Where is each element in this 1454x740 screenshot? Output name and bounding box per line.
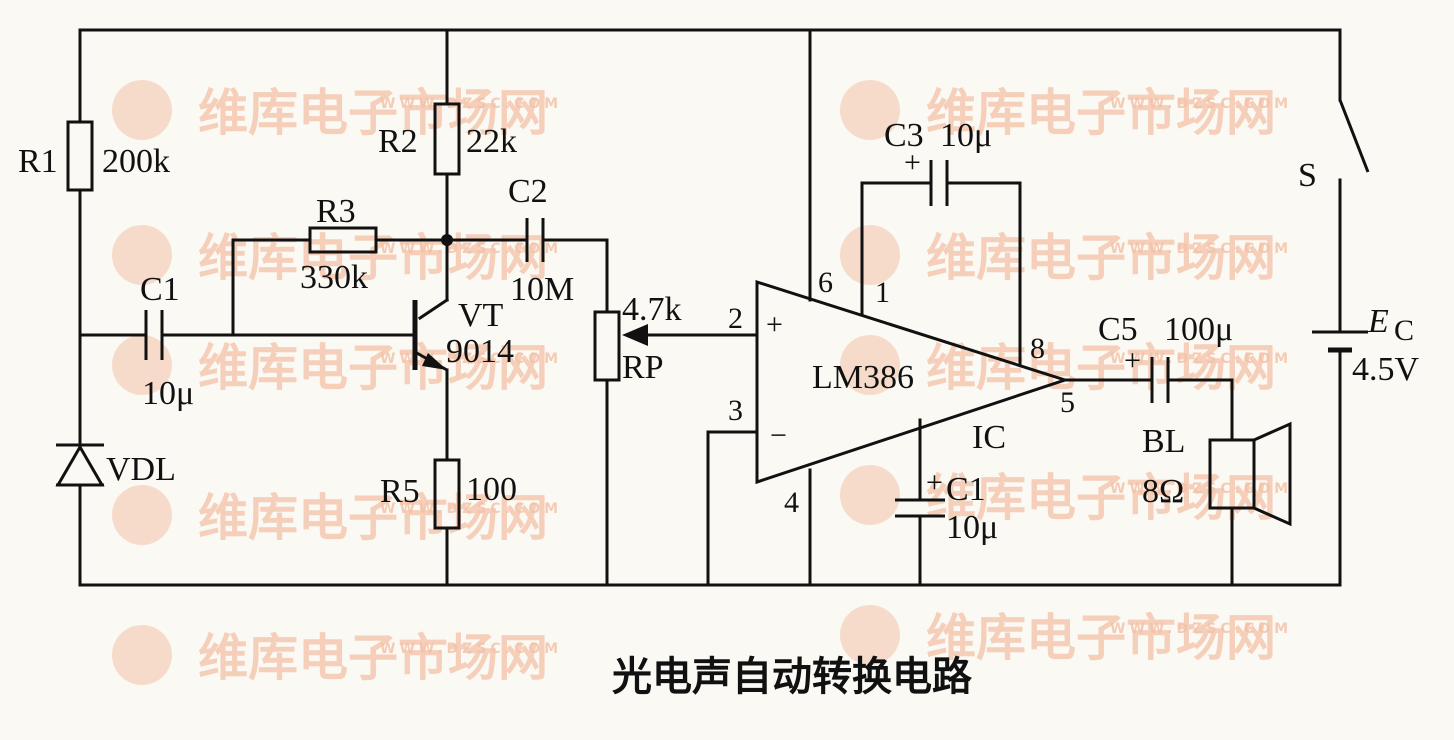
capacitor-C5: + C5 100μ [1098,311,1233,403]
wires [78,28,1342,587]
watermark: 维库电子市场网 WWW.DZSC.COM [112,485,562,547]
C1-value: 10μ [142,375,194,412]
svg-text:维库电子市场网: 维库电子市场网 [198,339,548,397]
transistor-VT: VT 9014 [412,297,514,372]
svg-text:WWW.DZSC.COM: WWW.DZSC.COM [380,641,562,657]
svg-text:WWW.DZSC.COM: WWW.DZSC.COM [1110,351,1292,367]
C5-value: 100μ [1164,311,1233,348]
svg-text:维库电子市场网: 维库电子市场网 [926,339,1276,397]
capacitor-C2: C2 10M [508,173,574,308]
junction-dot [441,234,453,246]
BL-value: 8Ω [1142,473,1184,510]
R2-ref: R2 [378,123,418,160]
diagram-title: 光电声自动转换电路 [612,654,973,700]
photodiode-VDL: VDL [55,443,176,488]
watermark: 维库电子市场网 WWW.DZSC.COM [840,80,1292,142]
svg-text:维库电子市场网: 维库电子市场网 [926,229,1276,287]
switch-S: S [1298,99,1370,194]
EC-value: 4.5V [1352,351,1420,388]
IC-part: LM386 [812,359,914,396]
VDL-ref: VDL [106,451,176,488]
watermark: 维库电子市场网 WWW.DZSC.COM [840,465,1292,527]
S-ref: S [1298,157,1317,194]
R5-value: 100 [466,471,517,508]
svg-text:维库电子市场网: 维库电子市场网 [926,84,1276,142]
svg-text:WWW.DZSC.COM: WWW.DZSC.COM [1110,621,1292,637]
R5-ref: R5 [380,473,420,510]
IC-pin-6: 6 [818,266,833,299]
svg-text:维库电子市场网: 维库电子市场网 [198,629,548,687]
IC-pin-2: 2 [728,302,743,335]
C1-ref: C1 [140,271,180,308]
svg-text:WWW.DZSC.COM: WWW.DZSC.COM [1110,96,1292,112]
IC-ref: IC [972,419,1006,456]
watermark: 维库电子市场网 WWW.DZSC.COM [840,335,1292,397]
svg-text:WWW.DZSC.COM: WWW.DZSC.COM [380,96,562,112]
speaker-BL: BL 8Ω [1142,421,1292,527]
IC-minus-sign: − [770,419,787,452]
C2-ref: C2 [508,173,548,210]
IC-plus-sign: + [766,308,783,341]
IC-pin-4: 4 [784,486,799,519]
svg-text:维库电子市场网: 维库电子市场网 [198,84,548,142]
resistor-R1: R1 200k [18,120,170,192]
R1-value: 200k [102,143,170,180]
C5-ref: C5 [1098,311,1138,348]
C1b-ref: C1 [946,471,986,508]
resistor-R2: R2 22k [378,102,517,176]
VT-value: 9014 [446,333,514,370]
svg-text:WWW.DZSC.COM: WWW.DZSC.COM [1110,241,1292,257]
potentiometer-RP: 4.7k RP [593,291,682,386]
EC-ref: E [1367,303,1389,340]
C3-plus: + [904,146,921,179]
svg-text:WWW.DZSC.COM: WWW.DZSC.COM [380,501,562,517]
capacitor-C3: + C3 10μ [884,117,992,206]
IC-pin-1: 1 [875,276,890,309]
R1-ref: R1 [18,143,58,180]
watermark: 维库电子市场网 WWW.DZSC.COM [112,80,562,142]
capacitor-C1b: + C1 10μ [895,466,998,546]
IC-pin-8: 8 [1030,332,1045,365]
C2-value: 10M [510,271,574,308]
svg-text:维库电子市场网: 维库电子市场网 [198,489,548,547]
battery-EC: E C 4.5V [1312,303,1420,388]
amplifier-IC: LM386 IC + − 2 3 4 6 1 8 5 [728,266,1075,519]
svg-text:维库电子市场网: 维库电子市场网 [198,229,548,287]
watermarks: 维库电子市场网 WWW.DZSC.COM 维库电子市场网 WWW.DZSC.CO… [112,80,1292,687]
BL-ref: BL [1142,423,1185,460]
C3-value: 10μ [940,117,992,154]
watermark: 维库电子市场网 WWW.DZSC.COM [840,605,1292,667]
capacitor-C1: C1 10μ [140,271,194,412]
watermark: 维库电子市场网 WWW.DZSC.COM [112,625,562,687]
resistor-R3: R3 330k [300,193,378,296]
svg-text:维库电子市场网: 维库电子市场网 [926,469,1276,527]
C5-plus: + [1124,344,1141,377]
VT-ref: VT [458,297,504,334]
R3-ref: R3 [316,193,356,230]
watermark: 维库电子市场网 WWW.DZSC.COM [840,225,1292,287]
C1b-value: 10μ [946,509,998,546]
svg-text:WWW.DZSC.COM: WWW.DZSC.COM [380,241,562,257]
svg-text:维库电子市场网: 维库电子市场网 [926,609,1276,667]
RP-value: 4.7k [622,291,682,328]
EC-sub: C [1394,314,1414,347]
RP-ref: RP [622,349,664,386]
R2-value: 22k [466,123,517,160]
IC-pin-5: 5 [1060,386,1075,419]
R3-value: 330k [300,259,368,296]
resistor-R5: R5 100 [380,458,517,530]
svg-text:WWW.DZSC.COM: WWW.DZSC.COM [1110,481,1292,497]
C1b-plus: + [926,466,943,499]
IC-pin-3: 3 [728,394,743,427]
C3-ref: C3 [884,117,924,154]
